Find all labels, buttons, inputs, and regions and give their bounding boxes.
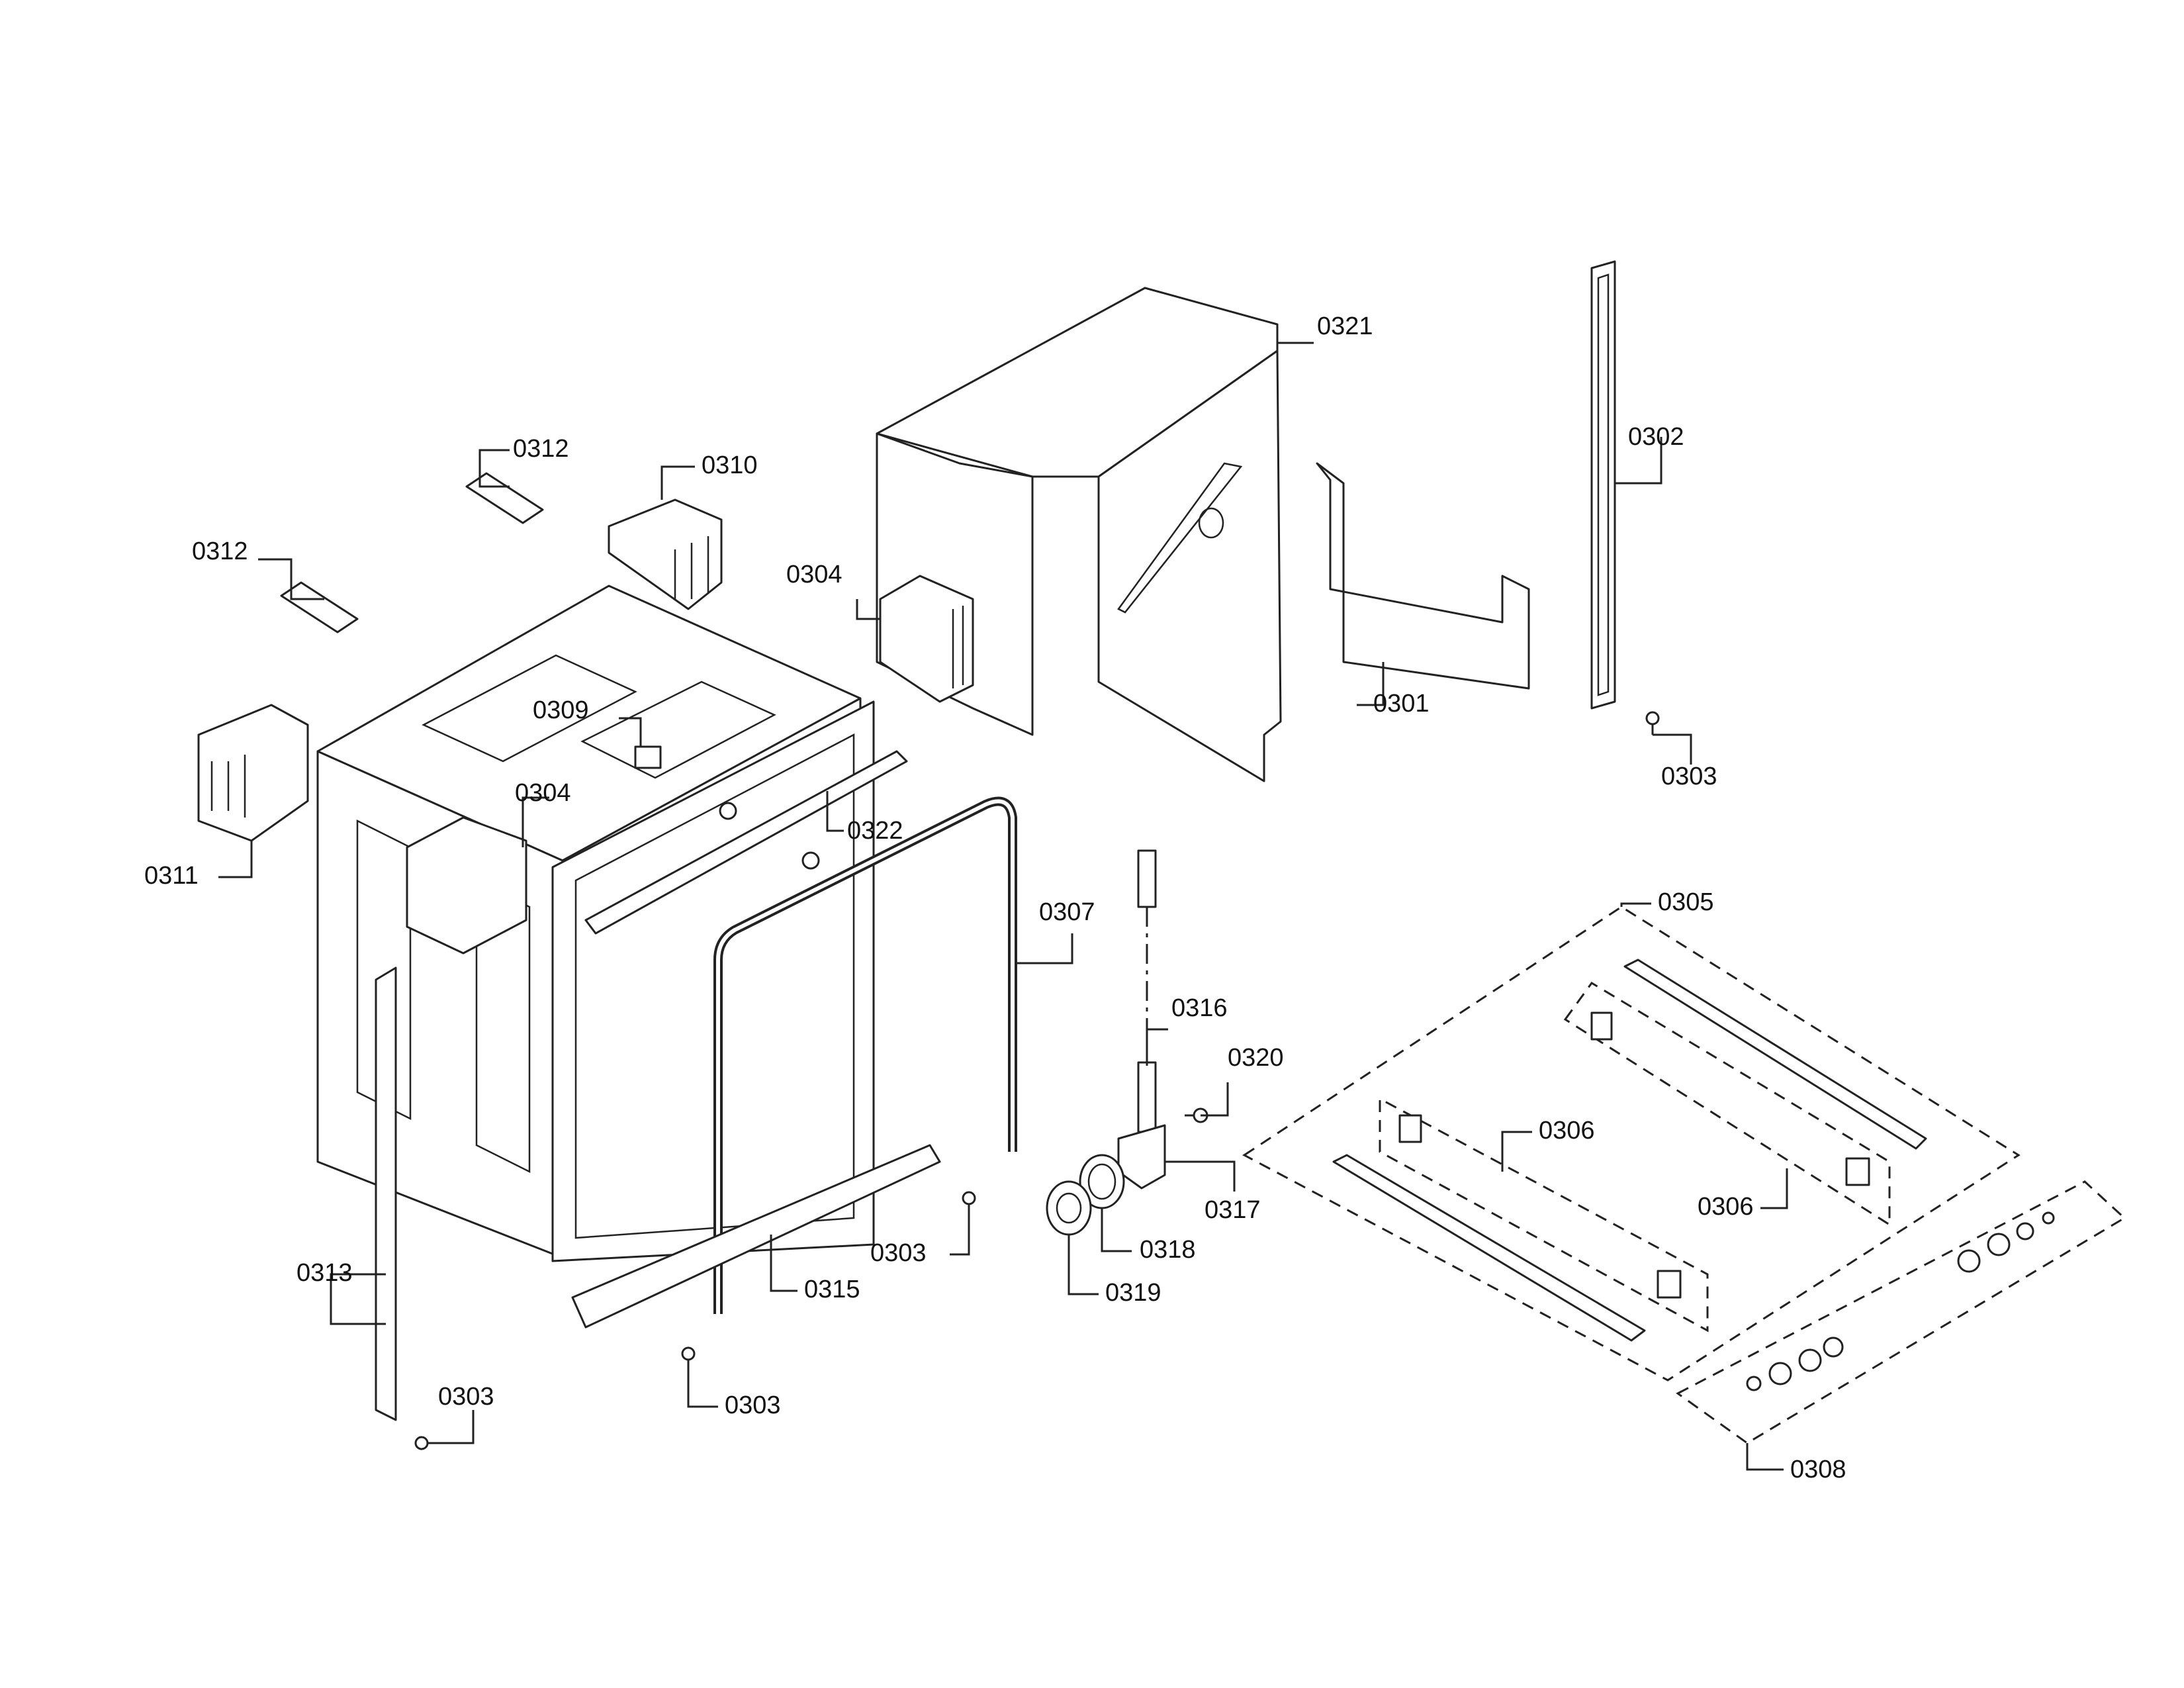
callout-0313: 0313 — [296, 1259, 353, 1287]
callout-0318: 0318 — [1140, 1236, 1196, 1264]
callout-0306-upper: 0306 — [1539, 1117, 1595, 1145]
callout-0306-lower: 0306 — [1698, 1193, 1754, 1221]
housing-0321-hole — [1198, 507, 1224, 539]
screw-0303-top-right — [1645, 711, 1660, 735]
callout-0303-lower-center: 0303 — [725, 1391, 781, 1419]
rail-0302-channel — [1597, 273, 1610, 696]
rail-kit-0305-outline — [1242, 906, 2021, 1382]
clip-0312-upper — [465, 472, 544, 524]
screw-0303-lower-left — [414, 1436, 438, 1450]
callout-0317: 0317 — [1205, 1196, 1261, 1224]
leader-lines — [218, 342, 1788, 1471]
rail-0305-front — [1332, 1154, 1646, 1342]
tub-top-recess-2 — [580, 680, 776, 779]
callout-0302: 0302 — [1628, 423, 1684, 451]
callout-0309: 0309 — [533, 696, 589, 724]
callout-0308: 0308 — [1790, 1456, 1846, 1483]
bracket-0311 — [197, 704, 309, 842]
callout-0303-under-tub: 0303 — [870, 1239, 927, 1267]
bracket-0311-ribs — [210, 755, 246, 818]
fill-tube-0316-top — [1137, 849, 1157, 908]
housing-bracket-0304-ribs — [952, 606, 964, 688]
housing-bracket-0304 — [879, 575, 974, 703]
callout-labels: 0321 0302 0312 0310 0312 0304 0301 0303 … — [144, 312, 1846, 1483]
bracket-0306-group-1 — [1563, 982, 1891, 1227]
side-trim-0313 — [375, 966, 397, 1421]
door-gasket-0307-inner — [716, 799, 1015, 1314]
rail-0302 — [1590, 260, 1616, 710]
tub-front-frame — [551, 700, 875, 1262]
rail-screw-1 — [719, 802, 737, 820]
lower-trim-0315 — [571, 1144, 941, 1329]
callout-0321: 0321 — [1317, 312, 1373, 340]
connector-0317 — [1117, 1124, 1166, 1190]
callout-0319: 0319 — [1105, 1279, 1161, 1307]
screw-0303-lower-center — [681, 1346, 696, 1370]
housing-0321-strut — [1117, 462, 1243, 614]
callout-0307: 0307 — [1039, 898, 1095, 926]
tub-side-recess-1 — [356, 819, 412, 1121]
tub-top-recess-1 — [422, 654, 637, 763]
bracket-0306-group-2 — [1379, 1097, 1709, 1333]
bracket-0306-d — [1657, 1270, 1682, 1299]
tub-front-frame-inner — [574, 733, 855, 1239]
callout-0312-upper: 0312 — [513, 435, 569, 463]
clip-0309 — [634, 745, 662, 769]
callout-0304-tub: 0304 — [515, 779, 571, 807]
fill-tube-0316-bottom — [1137, 1061, 1157, 1133]
bracket-0306-c — [1398, 1114, 1422, 1143]
callout-0304-housing: 0304 — [786, 561, 842, 588]
callout-0316: 0316 — [1171, 994, 1228, 1022]
bracket-0310-ribs — [674, 536, 709, 599]
inner-housing-0321 — [876, 287, 1282, 782]
callout-0303-top-right: 0303 — [1661, 763, 1717, 790]
callout-0311: 0311 — [144, 862, 199, 890]
ring-0319-inner — [1056, 1192, 1082, 1224]
callout-0320: 0320 — [1228, 1044, 1284, 1072]
ring-0319 — [1046, 1180, 1092, 1236]
callout-0305: 0305 — [1658, 888, 1714, 916]
wheel-set-0308-parts — [1746, 1211, 2055, 1391]
bracket-0306-b — [1845, 1157, 1870, 1186]
callout-0301: 0301 — [1373, 690, 1430, 718]
callout-0312-lower: 0312 — [192, 538, 248, 565]
housing-0321-back — [1097, 350, 1282, 782]
rail-0305-back — [1623, 959, 1927, 1150]
callout-0322: 0322 — [847, 817, 903, 845]
callout-0310: 0310 — [702, 451, 758, 479]
side-bracket-0304 — [406, 816, 527, 955]
ring-0318-inner — [1087, 1163, 1116, 1200]
rail-screw-2 — [801, 851, 820, 870]
bracket-0306-a — [1590, 1011, 1613, 1041]
screw-0303-under-tub — [962, 1191, 976, 1215]
bracket-0310 — [608, 498, 723, 610]
callout-0303-lower-left: 0303 — [438, 1383, 494, 1411]
wheel-set-0308-outline — [1676, 1180, 2126, 1444]
panel-0301 — [1316, 462, 1530, 690]
clip-0312-lower — [280, 581, 359, 633]
callout-0315: 0315 — [804, 1276, 860, 1303]
